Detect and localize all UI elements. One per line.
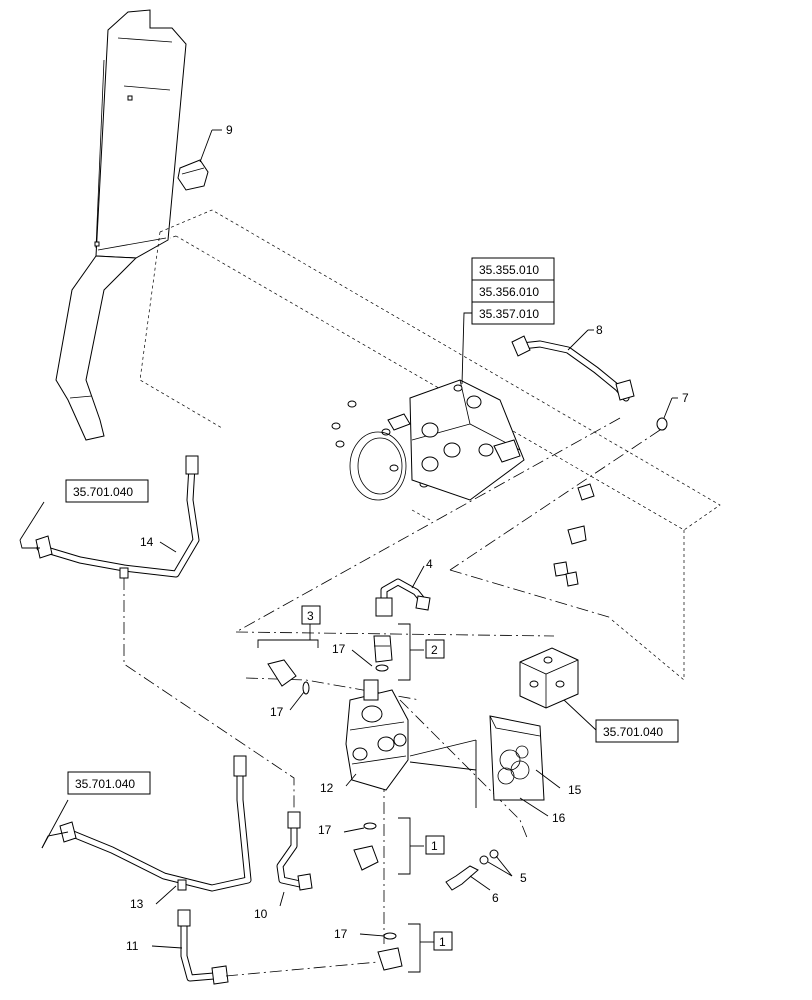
callout-15: 15 [568, 783, 582, 797]
callout-17b: 17 [270, 705, 284, 719]
callout-17d: 17 [334, 927, 348, 941]
callout-17c: 17 [318, 823, 332, 837]
callout-1: 1 [431, 839, 438, 853]
callout-11: 11 [126, 939, 139, 953]
callout-3: 3 [307, 609, 314, 623]
ref-35-701-040-bottom[interactable]: 35.701.040 [75, 777, 135, 791]
callout-6: 6 [492, 891, 499, 905]
bolt-part-6 [445, 849, 513, 891]
ref-35-355-010[interactable]: 35.355.010 [479, 263, 539, 277]
fitting-part-1 [353, 817, 453, 973]
tube-part-14 [19, 455, 200, 579]
callout-9: 9 [226, 123, 233, 137]
callout-labels: 9 8 7 14 4 3 17 2 17 12 15 16 17 1 5 6 1… [126, 123, 689, 953]
callout-10: 10 [254, 907, 268, 921]
tube-part-13 [41, 755, 252, 905]
switch-part-9 [177, 129, 222, 191]
tube-part-10 [276, 811, 313, 907]
plate-holes [331, 400, 429, 501]
callout-1b: 1 [439, 935, 446, 949]
reference-labels: 35.355.010 35.356.010 35.357.010 35.701.… [65, 263, 679, 795]
lift-arm [55, 9, 187, 441]
callout-4: 4 [426, 557, 433, 571]
tube-part-11 [151, 909, 379, 985]
callout-12: 12 [320, 781, 334, 795]
ref-35-701-040-right[interactable]: 35.701.040 [603, 725, 663, 739]
frame-outline [139, 209, 721, 681]
callout-14: 14 [140, 535, 154, 549]
tube-part-4 [375, 565, 431, 617]
plate-fittings [553, 483, 595, 587]
section-valve-part-12 [345, 679, 409, 791]
hose-part-8 [511, 329, 635, 402]
reference-stack [461, 257, 555, 385]
callout-7: 7 [682, 391, 689, 405]
callout-17a: 17 [332, 642, 346, 656]
fitting-part-2 [351, 623, 445, 681]
callout-16: 16 [552, 811, 566, 825]
callout-5: 5 [520, 871, 527, 885]
o-rings-part-17 [343, 822, 397, 940]
routing-lines [123, 417, 661, 944]
valve-block [519, 647, 597, 731]
ref-35-356-010[interactable]: 35.356.010 [479, 285, 539, 299]
fitting-part-7 [656, 397, 678, 431]
seal-kit-part-15-16 [409, 715, 561, 817]
callout-2: 2 [431, 643, 438, 657]
callout-8: 8 [596, 323, 603, 337]
ref-35-357-010[interactable]: 35.357.010 [479, 307, 539, 321]
main-control-valve [387, 379, 525, 501]
ref-35-701-040-top[interactable]: 35.701.040 [73, 485, 133, 499]
callout-13: 13 [130, 897, 144, 911]
fitting-part-3 [257, 605, 321, 711]
